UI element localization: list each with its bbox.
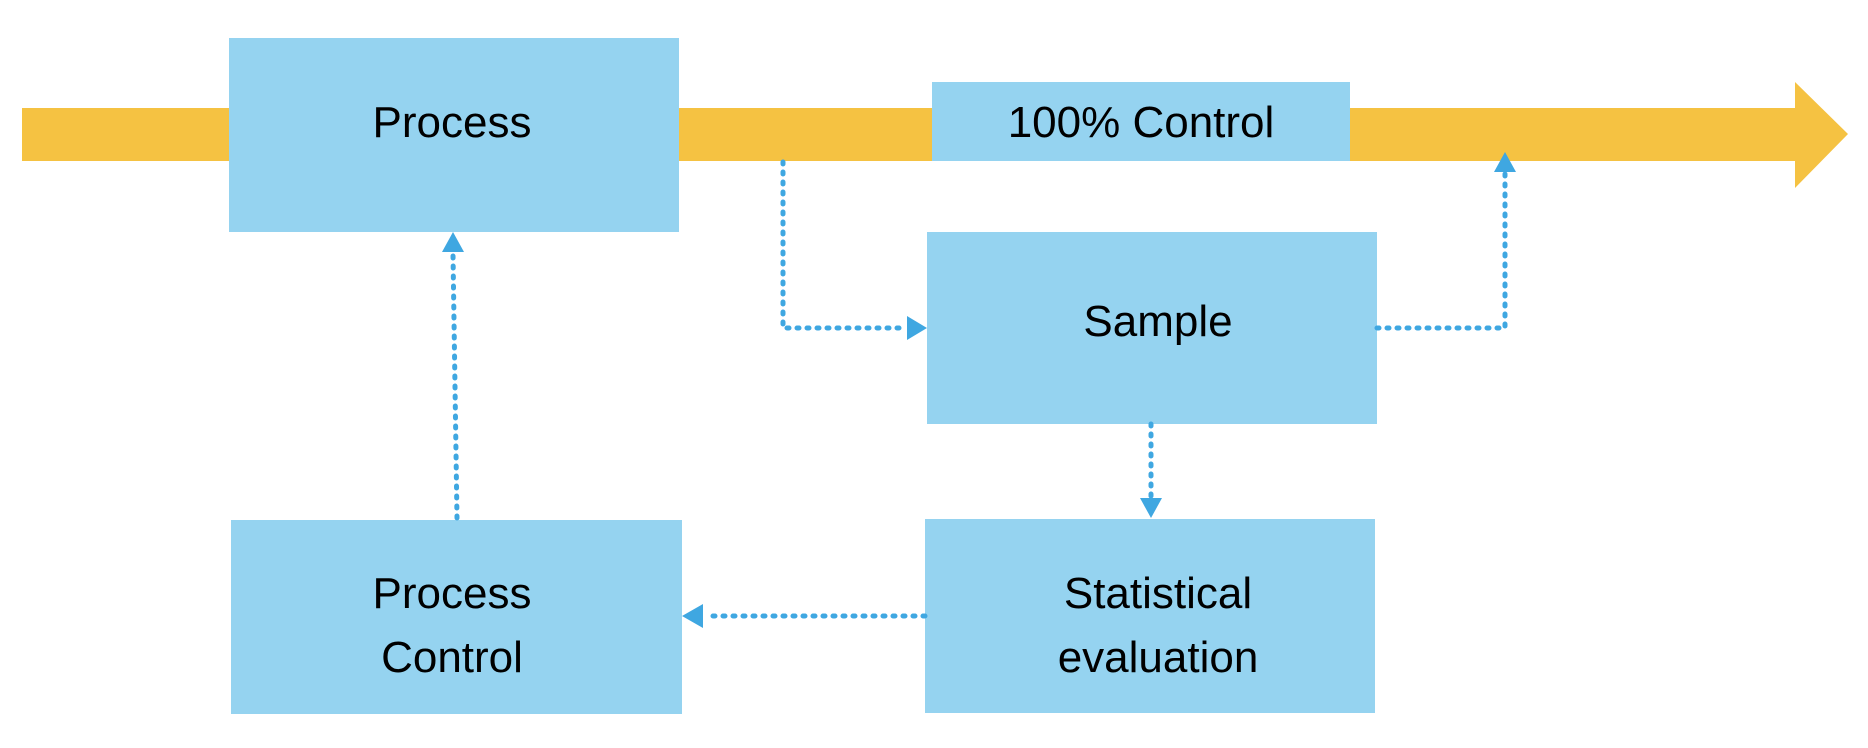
- connector-process-control-to-process: [450, 251, 460, 521]
- statistical-evaluation-label-line1: Statistical: [1064, 569, 1252, 618]
- process-control-label-line1: Process: [373, 569, 532, 618]
- arrowhead-into-process-control: [682, 604, 703, 628]
- arrowhead-into-flow: [1494, 152, 1516, 172]
- sample-box: Sample: [927, 232, 1377, 424]
- arrowhead-into-evaluation: [1140, 498, 1162, 518]
- connector-sample-to-flow: [1374, 169, 1508, 331]
- process-box: Process: [229, 38, 679, 232]
- connector-flow-to-sample: [780, 159, 906, 331]
- statistical-evaluation-box: Statistical evaluation: [925, 519, 1375, 713]
- process-control-label-line2: Control: [381, 633, 523, 682]
- arrowhead-into-sample: [907, 316, 927, 340]
- process-box-label: Process: [373, 98, 532, 147]
- process-control-box: Process Control: [231, 520, 682, 714]
- control-100-box: 100% Control: [932, 82, 1350, 161]
- arrowhead-into-process: [442, 232, 464, 252]
- control-100-box-label: 100% Control: [1008, 98, 1275, 147]
- statistical-evaluation-label-line2: evaluation: [1058, 633, 1259, 682]
- sample-box-label: Sample: [1083, 297, 1232, 346]
